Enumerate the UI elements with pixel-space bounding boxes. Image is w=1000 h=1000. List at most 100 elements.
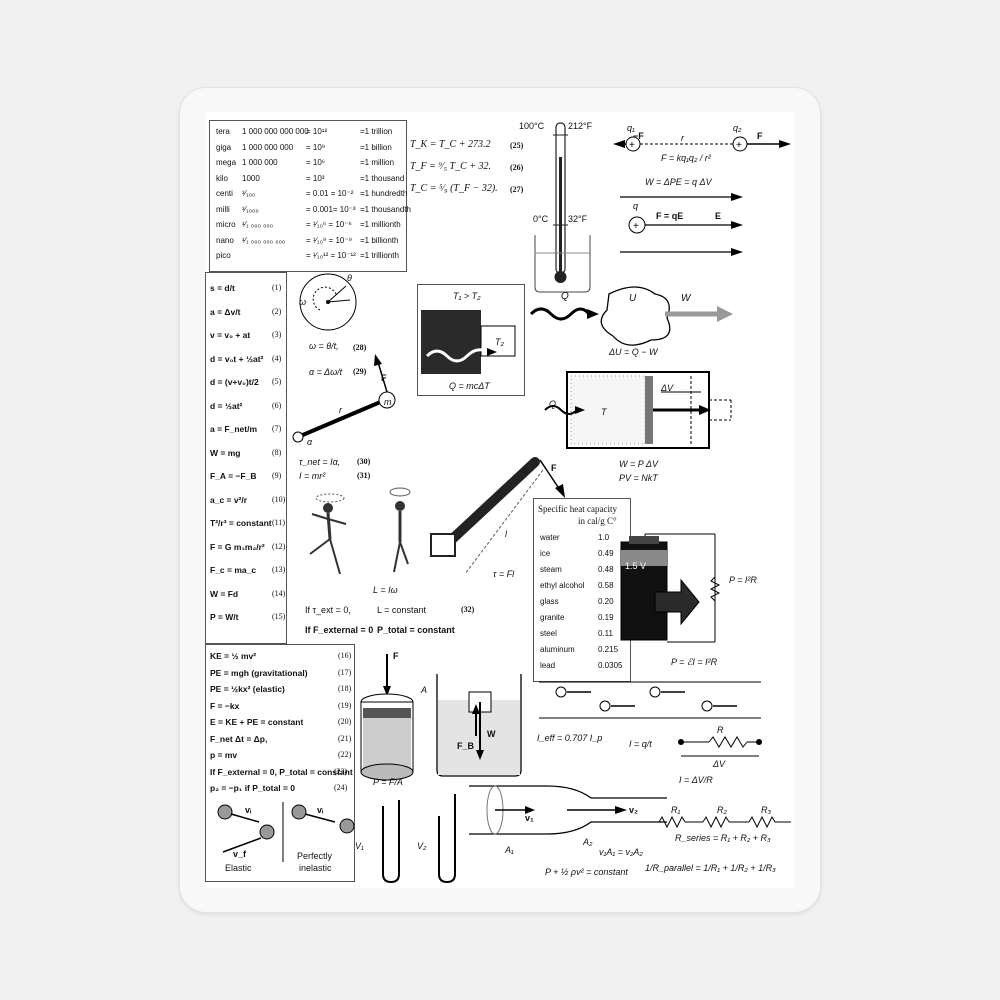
eq-number: (2)	[272, 306, 282, 316]
wrench-f-label: F	[551, 463, 557, 473]
i-eff-eq: I_eff = 0.707 I_p	[537, 733, 603, 743]
prefix-name: giga	[216, 142, 232, 152]
kinematics-eq: d = (v+v₀)t/2(5)	[210, 377, 281, 388]
t2-label: T₂	[495, 337, 504, 347]
eq-text: d = (v+v₀)t/2	[210, 377, 259, 387]
eq-text: PE = mgh (gravitational)	[210, 667, 308, 678]
heat-transfer-box	[417, 284, 525, 396]
eq-29-number: (29)	[353, 367, 367, 376]
material-name: granite	[540, 613, 565, 622]
eq-text: p = mv	[210, 750, 238, 760]
temp-212f: 212°F	[568, 121, 593, 131]
eq-number: (11)	[272, 518, 286, 527]
eq-number: (20)	[338, 717, 352, 726]
w-pdv-eq: W = P ΔV	[619, 459, 658, 469]
r2-label: R₂	[717, 805, 727, 815]
eq-31: I = mr²	[299, 471, 326, 481]
eq-text: E = KE + PE = constant	[210, 717, 304, 727]
eq-26-number: (26)	[510, 163, 524, 172]
v1-label: V₁	[355, 841, 364, 851]
eq-number: (17)	[338, 667, 352, 677]
svg-text:+: +	[629, 140, 635, 151]
energy-eq: PE = mgh (gravitational) (17)	[210, 667, 351, 679]
energy-eq: F = −kx(19)	[210, 701, 351, 712]
material-name: lead	[540, 661, 556, 670]
material-name: water	[540, 533, 560, 542]
q2-label: q₂	[733, 123, 742, 133]
energy-eq: PE = ½kx² (elastic) (18)	[210, 684, 351, 695]
eq-28-number: (28)	[353, 343, 367, 352]
q1-label: q₁	[627, 123, 635, 133]
e-label: E	[715, 211, 722, 221]
vf-label: v_f	[233, 849, 247, 859]
material-value: 0.49	[598, 549, 614, 558]
eq-text: d = v₀t + ½at²	[210, 353, 264, 364]
prefix-name: centi	[216, 189, 233, 198]
eq-text: PE = ½kx² (elastic)	[210, 684, 285, 694]
delta-v-label: ΔV	[661, 383, 674, 393]
kinematics-eq: P = W/t(15)	[210, 612, 285, 623]
prefix-word: =1 billion	[360, 142, 392, 152]
heat-transfer-diagram	[421, 310, 516, 374]
pressure-eq: P = F/A	[373, 777, 403, 787]
omega-label: ω	[299, 297, 307, 307]
kinematics-eq: s = d/t(1)	[210, 283, 281, 294]
prefix-word: =1 trillionth	[360, 251, 399, 260]
kinematics-eq: v = v₀ + at(3)	[210, 330, 281, 341]
eq-25: T_K = T_C + 273.2	[410, 139, 491, 150]
resistor-diagram	[678, 736, 762, 757]
prefix-word: =1 hundredth	[360, 189, 408, 198]
prefix-pow: = 0.001= 10⁻³	[306, 204, 356, 214]
eq-number: (14)	[272, 588, 286, 598]
eq-text: If F_external = 0, P_total = constant	[210, 766, 353, 777]
energy-eq: E = KE + PE = constant (20)	[210, 717, 351, 728]
prefix-pow: = ¹⁄₁₀⁹ = 10⁻⁹	[306, 235, 353, 245]
radius-label: r	[339, 405, 342, 415]
prefix-pow: = 10⁹	[306, 142, 326, 152]
coulomb-field-diagram: + + +	[613, 136, 791, 256]
first-law-eq: ΔU = Q − W	[609, 347, 658, 357]
eq-30: τ_net = Iα,	[299, 457, 341, 467]
eq-number: (24)	[334, 783, 348, 792]
material-name: glass	[540, 597, 559, 606]
buoyant-force-label: F_B	[457, 741, 475, 751]
eq-number: (16)	[338, 651, 352, 660]
eq-number: (21)	[338, 733, 352, 743]
kinematics-eq: W = Fd(14)	[210, 589, 285, 600]
kinematics-eq: T²/r³ = constant(11)	[210, 518, 285, 529]
kinematics-eq: W = mg(8)	[210, 448, 281, 459]
v2-label: V₂	[417, 841, 427, 851]
eq-text: F = G m₁m₂/r²	[210, 541, 265, 552]
a2-label: A₂	[583, 837, 593, 847]
skaters-illustration	[309, 487, 411, 575]
eq-number: (18)	[338, 684, 352, 693]
p-total-constant: P_total = constant	[377, 625, 455, 635]
kinematics-eq: F_A = −F_B(9)	[210, 471, 281, 482]
series-eq: R_series = R₁ + R₂ + R₃	[675, 833, 771, 843]
elastic-label: Elastic	[225, 863, 252, 873]
current-wire-diagram	[539, 681, 761, 719]
w-label: W	[681, 293, 691, 304]
prefix-name: milli	[216, 204, 230, 214]
eq-text: p₂ = −p₁ if P_total = 0	[210, 783, 295, 793]
eq-text: d = ½at²	[210, 400, 243, 411]
pv-nkt-eq: PV = NkT	[619, 473, 658, 483]
venturi-tube-diagram	[469, 785, 667, 835]
prefix-num: ¹⁄₁ ₀₀₀ ₀₀₀ ₀₀₀	[242, 235, 286, 245]
p-i2r-label: P = I²R	[729, 575, 757, 585]
material-value: 0.58	[598, 581, 614, 590]
material-value: 1.0	[598, 533, 610, 542]
eq-number: (13)	[272, 565, 286, 574]
eq-number: (12)	[272, 541, 286, 551]
eq-text: a = Δv/t	[210, 306, 241, 317]
